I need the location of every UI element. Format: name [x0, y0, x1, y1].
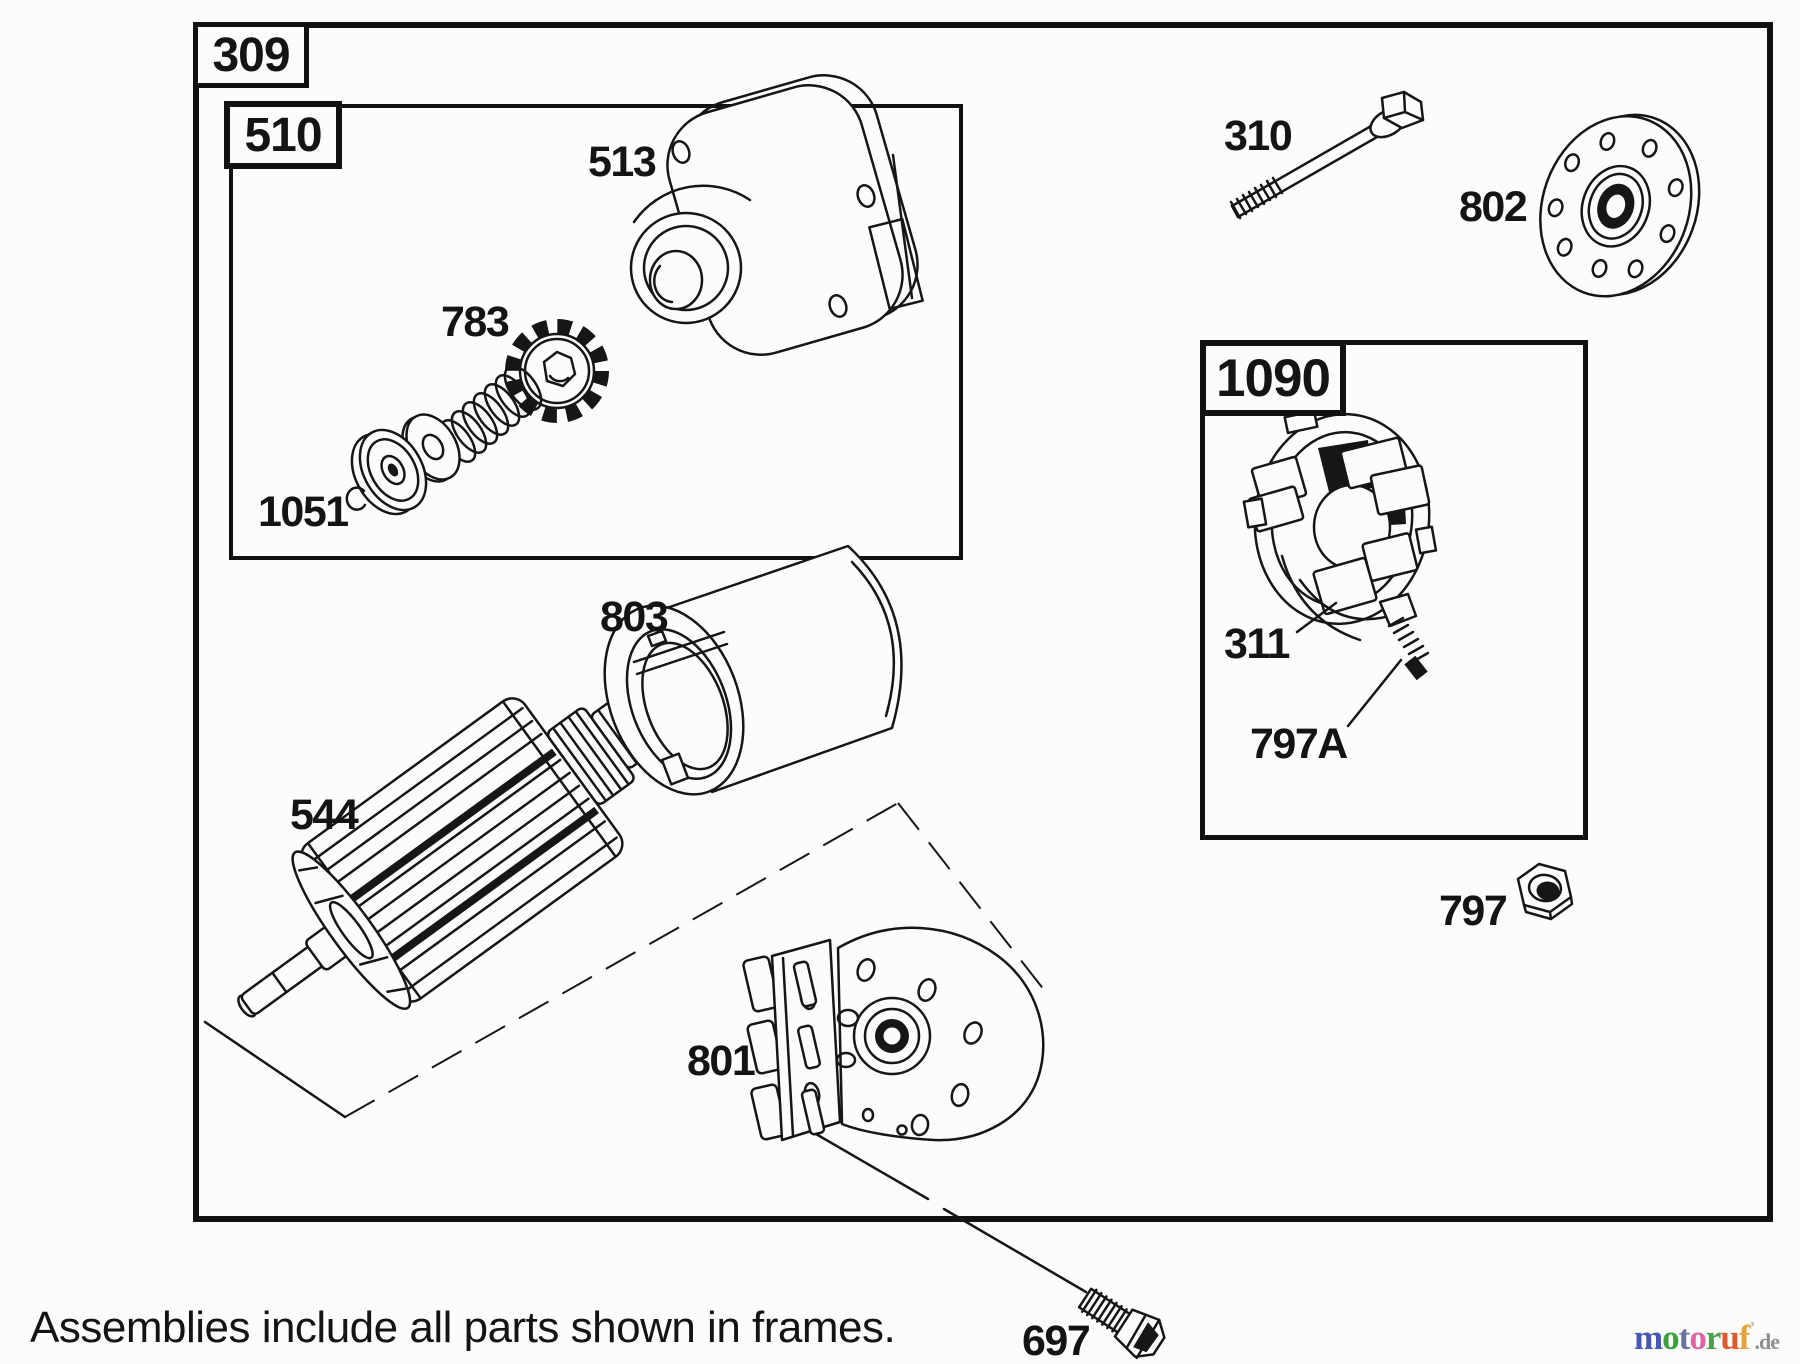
frame-label-309-text: 309	[212, 28, 290, 82]
brand-letter: r	[1705, 1318, 1722, 1357]
brand-letter: f	[1738, 1318, 1751, 1357]
part-label-803: 803	[600, 593, 669, 641]
part-label-797: 797	[1439, 887, 1508, 935]
frame-label-1090-text: 1090	[1216, 348, 1331, 408]
brand-letter: t	[1678, 1318, 1691, 1357]
part-label-802: 802	[1459, 183, 1528, 231]
dashed-plane-outline	[203, 802, 1049, 1119]
part-label-697: 697	[1022, 1317, 1091, 1364]
frame-label-510-text: 510	[244, 108, 322, 162]
part-label-1051: 1051	[258, 488, 349, 536]
assembly-frame-510	[229, 104, 963, 560]
part-label-311: 311	[1224, 620, 1290, 668]
assembly-frame-1090	[1200, 340, 1588, 840]
part-label-544: 544	[290, 791, 359, 839]
leader-line-697	[814, 1132, 1088, 1294]
brand-logo: motoruf’.de	[1634, 1318, 1780, 1358]
brand-letter: o	[1662, 1318, 1679, 1357]
brand-letter: o	[1689, 1318, 1706, 1357]
bolt-697	[1077, 1287, 1166, 1360]
frame-label-510: 510	[224, 101, 342, 169]
assembly-frame-309	[193, 22, 1773, 1222]
nut-797	[1516, 862, 1574, 921]
leader-line-797A	[1346, 658, 1403, 728]
part-label-783: 783	[441, 298, 510, 346]
motor-housing-803	[603, 544, 903, 796]
leader-line-311	[1295, 601, 1338, 634]
brand-logo-suffix: .de	[1754, 1329, 1779, 1354]
end-plate-802	[1539, 113, 1701, 298]
armature-544	[237, 691, 668, 1018]
drive-housing-513	[629, 74, 924, 356]
footer-note: Assemblies include all parts shown in fr…	[30, 1303, 896, 1352]
brand-letter: m	[1634, 1318, 1663, 1357]
end-cap-bracket-801	[742, 926, 1045, 1142]
drive-spring	[439, 365, 543, 463]
retaining-clip-icon	[345, 486, 367, 511]
part-label-801: 801	[687, 1037, 756, 1085]
part-label-513: 513	[588, 138, 657, 186]
bolt-310	[1229, 90, 1425, 220]
brand-logo-word: motoruf	[1634, 1318, 1751, 1357]
frame-label-309: 309	[193, 22, 309, 88]
brand-letter: u	[1720, 1318, 1739, 1357]
brand-logo-tick: ’	[1749, 1318, 1755, 1338]
brush-holder-311	[1242, 409, 1438, 681]
frame-label-1090: 1090	[1200, 340, 1346, 416]
part-label-310: 310	[1224, 112, 1293, 160]
part-label-797A: 797A	[1250, 720, 1348, 768]
